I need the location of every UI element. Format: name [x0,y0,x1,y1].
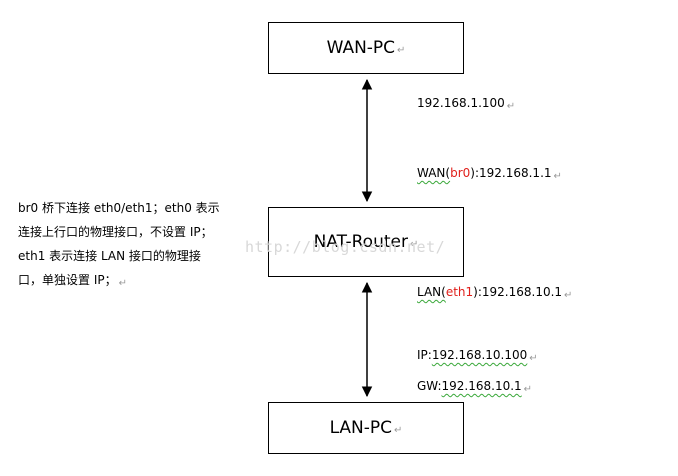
lan-pc-label: LAN-PC [329,418,393,438]
paragraph-mark-icon: ↵ [564,290,573,301]
wan-pc-node: WAN-PC↵ [268,22,464,74]
wan-pc-label: WAN-PC [326,38,396,58]
wan-pc-ip-label: 192.168.1.100↵ [417,96,516,112]
paragraph-mark-icon: ↵ [397,44,406,56]
bridge-note: br0 桥下连接 eth0/eth1；eth0 表示 连接上行口的物理接口，不设… [18,196,220,294]
watermark: http://blog.csdn.net/ [245,238,446,256]
paragraph-mark-icon: ↵ [118,278,127,289]
router-lan-label: LAN(eth1):192.168.10.1↵ [417,285,573,301]
lan-interface-name: eth1 [445,285,474,299]
paragraph-mark-icon: ↵ [553,171,562,182]
paragraph-mark-icon: ↵ [506,101,516,112]
wan-interface-name: br0 [450,166,471,180]
note-line: 口，单独设置 IP；↵ [18,273,127,289]
paragraph-mark-icon: ↵ [394,424,403,436]
paragraph-mark-icon: ↵ [409,238,419,250]
router-wan-label: WAN(br0):192.168.1.1↵ [417,166,562,182]
nat-router-label: NAT-Router [313,232,408,252]
lan-pc-ip-label: IP:192.168.10.100↵ [417,348,538,364]
note-line: eth1 表示连接 LAN 接口的物理接 [18,249,201,263]
note-line: 连接上行口的物理接口，不设置 IP； [18,225,213,239]
lan-pc-node: LAN-PC↵ [268,402,464,454]
nat-router-node: NAT-Router↵ [268,207,464,277]
note-line: br0 桥下连接 eth0/eth1；eth0 表示 [18,201,220,215]
lan-pc-gw-label: GW:192.168.10.1↵ [417,379,533,395]
paragraph-mark-icon: ↵ [529,353,538,364]
paragraph-mark-icon: ↵ [523,384,533,395]
